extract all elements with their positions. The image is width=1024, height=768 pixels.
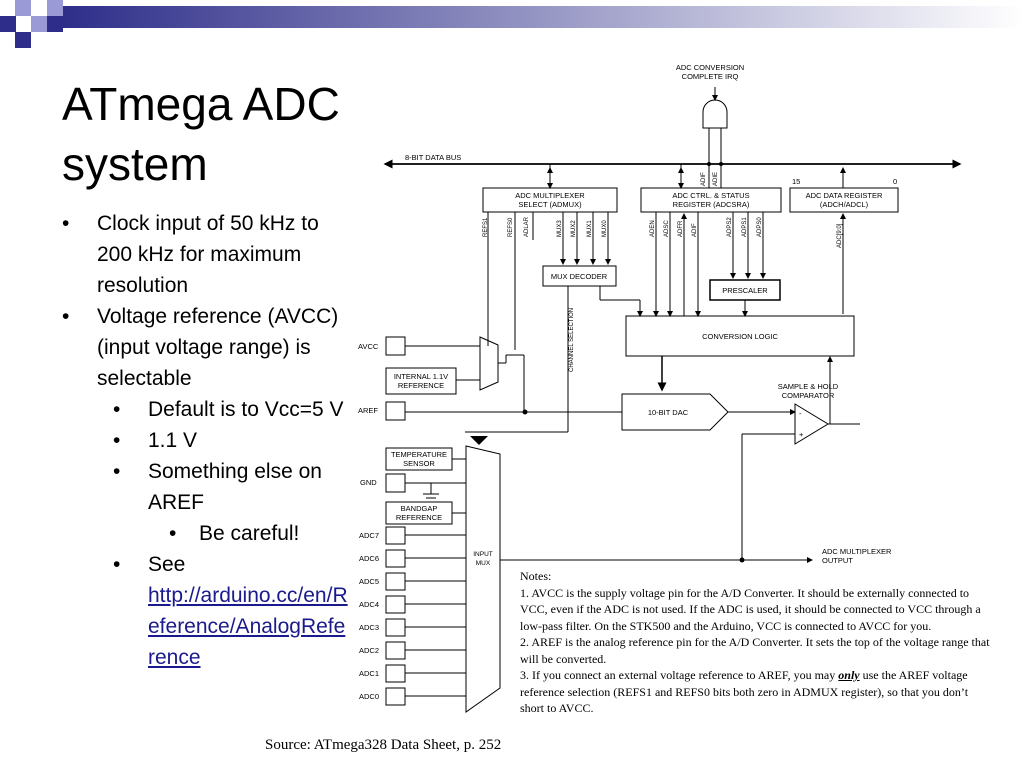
- prescaler-label: PRESCALER: [722, 286, 768, 295]
- adc4-pin-label: ADC4: [359, 600, 379, 609]
- irq-label-1: ADC CONVERSION: [676, 63, 744, 72]
- note-2: 2. AREF is the analog reference pin for …: [520, 635, 990, 666]
- adcsra-label-1: ADC CTRL. & STATUS: [672, 191, 749, 200]
- adif-bit-label: ADIF: [701, 172, 707, 186]
- input-mux-label-1: INPUT: [473, 551, 493, 558]
- bit-0-label: 0: [893, 177, 897, 186]
- source-citation: Source: ATmega328 Data Sheet, p. 252: [265, 737, 502, 753]
- adc-bits-label: ADC[9:0]: [837, 223, 843, 248]
- mux-output-label-2: OUTPUT: [822, 556, 853, 565]
- adc5-pin-label: ADC5: [359, 577, 379, 586]
- temp-sensor-label-1: TEMPERATURE: [391, 450, 447, 459]
- aref-pin-label: AREF: [358, 406, 378, 415]
- aden-label: ADEN: [650, 220, 656, 237]
- comparator-plus: +: [799, 430, 804, 439]
- bullet-voltage-reference: •Voltage reference (AVCC) (input voltage…: [62, 305, 339, 390]
- admux-label-2: SELECT (ADMUX): [518, 200, 582, 209]
- internal-ref-label-2: REFERENCE: [398, 381, 444, 390]
- title-line-1: ATmega ADC: [62, 78, 340, 130]
- input-mux-label-2: MUX: [476, 560, 491, 567]
- adcdr-label-1: ADC DATA REGISTER: [806, 191, 883, 200]
- conversion-logic-label: CONVERSION LOGIC: [702, 332, 778, 341]
- temp-sensor-label-2: SENSOR: [403, 459, 435, 468]
- arduino-reference-link[interactable]: http://arduino.cc/en/Reference/AnalogRef…: [148, 584, 348, 669]
- title-line-2: system: [62, 138, 208, 190]
- bullet-default-vcc: •Default is to Vcc=5 V: [113, 398, 344, 421]
- adfr-label: ADFR: [678, 220, 684, 237]
- mux-decoder-label: MUX DECODER: [551, 272, 608, 281]
- note-1: 1. AVCC is the supply voltage pin for th…: [520, 585, 981, 633]
- bit-15-label: 15: [792, 177, 800, 186]
- note-3: 3. If you connect an external voltage re…: [520, 668, 969, 715]
- bullet-list: •Clock input of 50 kHz to 200 kHz for ma…: [62, 208, 352, 673]
- adcdr-label-2: (ADCH/ADCL): [820, 200, 869, 209]
- bullet-1v1: •1.1 V: [113, 429, 198, 452]
- bullet-aref: •Something else on AREF: [113, 460, 322, 514]
- adie-bit-label: ADIE: [713, 172, 719, 186]
- diagram-notes: Notes: 1. AVCC is the supply voltage pin…: [520, 568, 990, 717]
- adc0-pin-label: ADC0: [359, 692, 379, 701]
- adcsra-label-2: REGISTER (ADCSRA): [673, 200, 750, 209]
- adps0-label: ADPS0: [757, 217, 763, 237]
- bandgap-label-2: REFERENCE: [396, 513, 442, 522]
- note-3-emphasis: only: [838, 668, 860, 682]
- bullet-be-careful: •Be careful!: [169, 522, 300, 545]
- adc-pin-boxes: [385, 526, 466, 706]
- dac-label: 10-BIT DAC: [648, 408, 689, 417]
- notes-heading: Notes:: [520, 569, 552, 583]
- adc3-pin-label: ADC3: [359, 623, 379, 632]
- mux1-label: MUX1: [587, 220, 593, 237]
- adc7-pin-label: ADC7: [359, 531, 379, 540]
- refs1-label: REFS1: [483, 217, 489, 237]
- adif-ctrl-label: ADIF: [692, 223, 698, 237]
- data-bus-label: 8-BIT DATA BUS: [405, 153, 461, 162]
- mux0-label: MUX0: [602, 220, 608, 237]
- adc2-pin-label: ADC2: [359, 646, 379, 655]
- admux-label-1: ADC MULTIPLEXER: [515, 191, 585, 200]
- adps1-label: ADPS1: [742, 217, 748, 237]
- adsc-label: ADSC: [664, 220, 670, 237]
- adlar-label: ADLAR: [524, 216, 530, 237]
- header-decoration: [0, 0, 1024, 48]
- refs0-label: REFS0: [508, 217, 514, 237]
- mux3-label: MUX3: [557, 220, 563, 237]
- irq-label-2: COMPLETE IRQ: [682, 72, 739, 81]
- sample-hold-label-1: SAMPLE & HOLD: [778, 382, 839, 391]
- adps2-label: ADPS2: [727, 217, 733, 237]
- bullet-clock: •Clock input of 50 kHz to 200 kHz for ma…: [62, 212, 319, 297]
- mux-output-label-1: ADC MULTIPLEXER: [822, 547, 892, 556]
- adc1-pin-label: ADC1: [359, 669, 379, 678]
- mux2-label: MUX2: [571, 220, 577, 237]
- channel-selection-label: CHANNEL SELECTION: [569, 308, 575, 372]
- adc-block-diagram: ADC CONVERSION COMPLETE IRQ 8-BIT DATA B…: [358, 63, 962, 713]
- adc6-pin-label: ADC6: [359, 554, 379, 563]
- avcc-pin-label: AVCC: [358, 342, 379, 351]
- internal-ref-label-1: INTERNAL 1.1V: [394, 372, 448, 381]
- comparator-minus: -: [799, 409, 802, 418]
- bullet-see-link: •See http://arduino.cc/en/Reference/Anal…: [113, 553, 348, 669]
- slide-title: ATmega ADC system: [62, 74, 340, 194]
- sample-hold-label-2: COMPARATOR: [782, 391, 835, 400]
- bandgap-label-1: BANDGAP: [401, 504, 438, 513]
- gnd-pin-label: GND: [360, 478, 377, 487]
